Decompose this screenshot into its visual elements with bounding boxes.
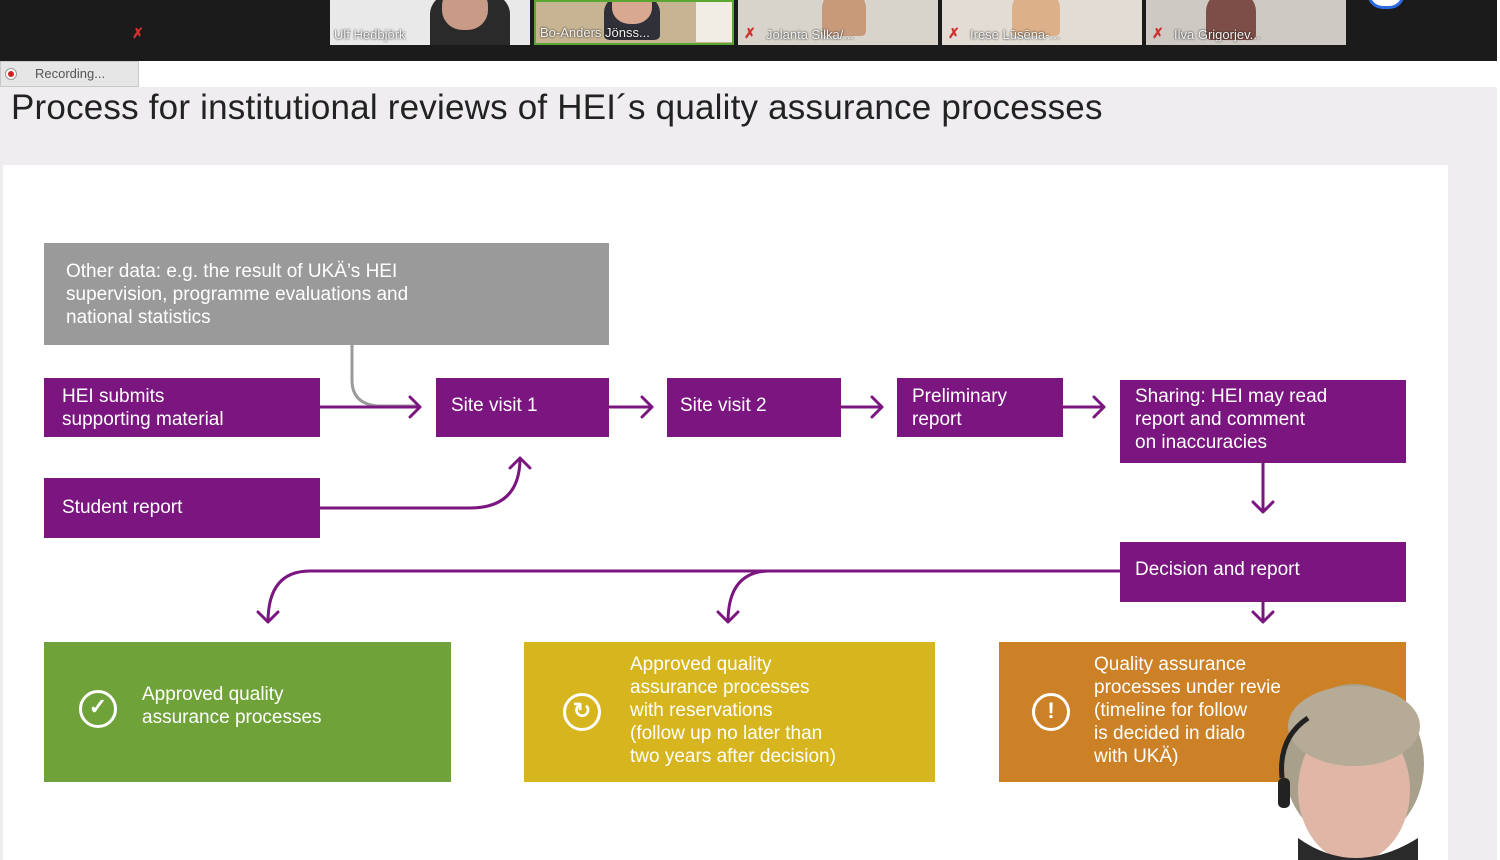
site-visit-2-box: Site visit 2: [667, 378, 841, 437]
decision-label: Decision and report: [1135, 559, 1300, 580]
muted-mic-icon: ✗: [744, 25, 756, 41]
arrow-sharing-to-decision: [1251, 461, 1275, 514]
slide-margin: [0, 165, 3, 860]
recording-label: Recording...: [35, 66, 106, 81]
outcome-line: with reservations: [630, 700, 773, 721]
participant-tile[interactable]: ✗: [126, 0, 326, 45]
record-icon: [5, 68, 17, 80]
speaker-video[interactable]: [1268, 678, 1448, 860]
outcome-line: with UKÄ): [1094, 746, 1179, 767]
participant-name: Irese Lūsēna-...: [970, 27, 1061, 42]
other-data-connector: [350, 343, 418, 408]
outcome-line: Approved quality: [630, 654, 772, 675]
site-visit-1-box: Site visit 1: [436, 378, 609, 437]
hei-submits-box: HEI submits supporting material: [44, 378, 320, 437]
arrow-visit1-to-visit2: [607, 395, 654, 419]
arrow-preliminary-to-sharing: [1061, 395, 1106, 419]
slide-title: Process for institutional reviews of HEI…: [11, 88, 1103, 127]
participant-tile[interactable]: ✗ Ilva Grigorjev...: [1146, 0, 1346, 45]
participant-name: Jolanta Silka/...: [766, 27, 855, 42]
other-data-line: supervision, programme evaluations and: [66, 284, 409, 305]
slide-margin: [1448, 165, 1497, 860]
participant-name: Ilva Grigorjev...: [1174, 27, 1261, 42]
site-visit-1-label: Site visit 1: [451, 395, 538, 416]
participant-face: [612, 2, 652, 24]
participant-tile[interactable]: ✗ Irese Lūsēna-...: [942, 0, 1142, 45]
participant-face: [1012, 0, 1060, 36]
muted-mic-icon: ✗: [1152, 25, 1164, 41]
participant-face: [822, 0, 866, 36]
outcome-line: (timeline for follow: [1094, 700, 1248, 721]
decision-box: Decision and report: [1120, 542, 1406, 602]
arrow-decision-to-outcomes: [256, 569, 1122, 624]
outcome-line: Quality assurance: [1094, 654, 1247, 675]
preliminary-report-box: Preliminary report: [897, 378, 1063, 437]
student-report-label: Student report: [62, 497, 183, 518]
participant-tile[interactable]: Ulf Hedbjörk: [330, 0, 530, 45]
muted-mic-icon: ✗: [132, 25, 144, 41]
window-frame: [696, 2, 732, 42]
arrow-decision-to-outcome2: [716, 569, 772, 624]
sharing-box: Sharing: HEI may read report and comment…: [1120, 380, 1406, 463]
outcome-line: assurance processes: [630, 677, 810, 698]
participant-tile[interactable]: Bo-Anders Jönss...: [534, 0, 734, 45]
muted-mic-icon: ✗: [948, 25, 960, 41]
participant-tile[interactable]: ✗ Jolanta Silka/...: [738, 0, 938, 45]
site-visit-2-label: Site visit 2: [680, 395, 767, 416]
outcome-line: processes under revie: [1094, 677, 1281, 698]
slide-header: [0, 87, 1497, 165]
recording-indicator[interactable]: Recording...: [0, 61, 139, 87]
arrow-decision-to-outcome3: [1251, 600, 1275, 624]
preliminary-line: report: [912, 409, 962, 430]
outcome-line: (follow up no later than: [630, 723, 823, 744]
student-report-box: Student report: [44, 478, 320, 538]
outcome-line: assurance processes: [142, 707, 322, 728]
sharing-line: Sharing: HEI may read: [1135, 386, 1328, 407]
outcome-line: two years after decision): [630, 746, 836, 767]
check-circle-icon: ✓: [79, 690, 117, 728]
arrow-visit2-to-preliminary: [839, 395, 884, 419]
hei-submits-line: supporting material: [62, 409, 224, 430]
arrow-student-to-visit1: [318, 456, 532, 510]
other-data-line: Other data: e.g. the result of UKÄ’s HEI: [66, 261, 398, 282]
outcome-line: Approved quality: [142, 684, 284, 705]
arrow-hei-to-visit1: [318, 395, 422, 419]
participant-name: Ulf Hedbjörk: [334, 27, 406, 42]
participant-face: [442, 0, 488, 30]
other-data-box: Other data: e.g. the result of UKÄ’s HEI…: [44, 243, 609, 345]
outcome-line: is decided in dialo: [1094, 723, 1246, 744]
participant-name: Bo-Anders Jönss...: [540, 25, 650, 40]
speaker-avatar: [1278, 684, 1424, 860]
participant-face: [1206, 0, 1256, 40]
outcome-approved: ✓ Approved quality assurance processes: [44, 642, 451, 782]
outcome-reservations: ↻ Approved quality assurance processes w…: [524, 642, 935, 782]
hei-submits-line: HEI submits: [62, 386, 165, 407]
preliminary-line: Preliminary: [912, 386, 1008, 407]
sharing-line: report and comment: [1135, 409, 1306, 430]
sharing-line: on inaccuracies: [1135, 432, 1268, 453]
other-data-line: national statistics: [66, 307, 211, 328]
refresh-circle-icon: ↻: [563, 693, 601, 731]
participant-strip: ✗ Ulf Hedbjörk Bo-Anders Jönss... ✗ Jola…: [0, 0, 1497, 61]
exclamation-circle-icon: !: [1032, 693, 1070, 731]
